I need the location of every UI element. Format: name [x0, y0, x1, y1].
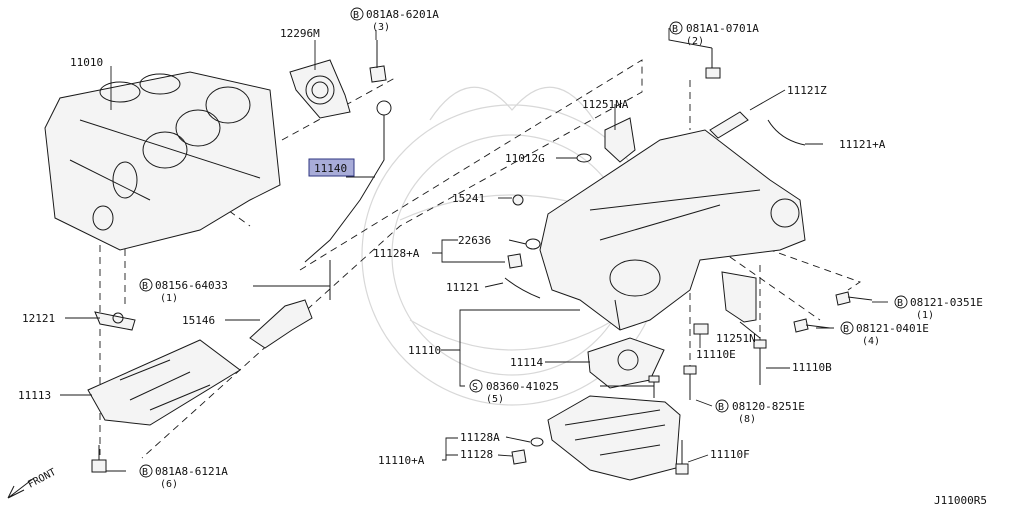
bolt-081A1-0701A[interactable]	[705, 48, 721, 79]
svg-text:(5): (5)	[486, 394, 504, 405]
label-11113: 11113	[18, 389, 51, 402]
label-08360-41025: S 08360-41025 (5)	[469, 379, 559, 405]
label-12296M: 12296M	[280, 27, 320, 40]
svg-text:S: S	[472, 382, 478, 393]
diagram-code: J11000R5	[934, 494, 987, 507]
labels: 11010 12296M B 081A8-6201A (3) 11140 121…	[18, 7, 987, 507]
svg-text:(3): (3)	[372, 22, 390, 33]
seal-11121[interactable]	[504, 277, 541, 299]
svg-text:081A1-0701A: 081A1-0701A	[686, 22, 759, 35]
front-label: FRONT	[26, 467, 58, 491]
drain-plug-12121[interactable]	[94, 311, 136, 331]
cover-11251N[interactable]	[721, 271, 757, 323]
gasket-11114[interactable]	[587, 337, 665, 389]
baffle-plate[interactable]	[87, 339, 241, 426]
svg-text:(2): (2)	[686, 36, 704, 47]
label-15146: 15146	[182, 314, 215, 327]
seal-11121Z[interactable]	[709, 111, 749, 139]
svg-text:08156-64033: 08156-64033	[155, 279, 228, 292]
label-081A8-6201A: B 081A8-6201A (3)	[350, 7, 439, 33]
label-11012G: 11012G	[505, 152, 545, 165]
sensor-22636[interactable]	[507, 238, 541, 269]
label-08120-8251E: B 08120-8251E (8)	[715, 399, 805, 425]
svg-text:081A8-6201A: 081A8-6201A	[366, 8, 439, 21]
leader-lines	[60, 28, 888, 472]
dipstick-bracket[interactable]	[249, 260, 331, 349]
highlight-11140	[308, 158, 355, 177]
bolt-11110E[interactable]	[693, 323, 709, 335]
label-08121-0401E: B 08121-0401E (4)	[840, 321, 929, 347]
plug-15241[interactable]	[512, 194, 524, 206]
svg-text:08121-0351E: 08121-0351E	[910, 296, 983, 309]
bolt-11110B[interactable]	[753, 339, 767, 385]
svg-text:B: B	[897, 298, 903, 309]
svg-text:(1): (1)	[916, 310, 934, 321]
label-22636: 22636	[458, 234, 491, 247]
bolt-08121-0351E[interactable]	[835, 291, 873, 306]
label-11121: 11121	[446, 281, 479, 294]
svg-text:(8): (8)	[738, 414, 756, 425]
svg-text:B: B	[718, 402, 724, 413]
svg-text:B: B	[843, 324, 849, 335]
bolt-081A8-6121A[interactable]	[91, 445, 107, 473]
svg-text:B: B	[142, 467, 148, 478]
label-11140: 11140	[314, 162, 347, 175]
label-11121A: 11121+A	[839, 138, 886, 151]
label-11128A-top: 11128+A	[373, 247, 420, 260]
svg-text:08120-8251E: 08120-8251E	[732, 400, 805, 413]
label-11110E: 11110E	[696, 348, 736, 361]
label-08121-0351E: B 08121-0351E (1)	[894, 295, 983, 321]
label-081A1-0701A: B 081A1-0701A (2)	[669, 21, 759, 47]
seal-11121A[interactable]	[767, 119, 806, 146]
bolt-081A8-6201A[interactable]	[369, 40, 387, 83]
o-ring-11012G[interactable]	[576, 153, 592, 163]
bolt-08120-8251E[interactable]	[683, 365, 697, 400]
label-11128A-low: 11128A	[460, 431, 500, 444]
svg-text:08121-0401E: 08121-0401E	[856, 322, 929, 335]
gasket-11251NA[interactable]	[604, 117, 636, 163]
label-11114: 11114	[510, 356, 543, 369]
bolt-11110F[interactable]	[675, 440, 689, 475]
label-11010: 11010	[70, 56, 103, 69]
svg-text:(1): (1)	[160, 293, 178, 304]
label-11110: 11110	[408, 344, 441, 357]
svg-text:(6): (6)	[160, 479, 178, 490]
svg-text:B: B	[142, 281, 148, 292]
oil-dipstick[interactable]	[304, 100, 392, 263]
label-11128: 11128	[460, 448, 493, 461]
label-11110B: 11110B	[792, 361, 832, 374]
svg-text:081A8-6121A: 081A8-6121A	[155, 465, 228, 478]
drain-plug-11128[interactable]	[511, 437, 544, 465]
label-15241: 15241	[452, 192, 485, 205]
upper-oil-pan[interactable]	[539, 129, 806, 331]
screw-08360-41025[interactable]	[648, 375, 660, 398]
label-081A8-6121A: B 081A8-6121A (6)	[139, 464, 228, 490]
rear-oil-seal[interactable]	[289, 59, 351, 119]
svg-text:(4): (4)	[862, 336, 880, 347]
label-11251NA: 11251NA	[582, 98, 629, 111]
label-08156-64033: B 08156-64033 (1)	[139, 278, 228, 304]
front-arrow-icon: FRONT	[7, 467, 58, 499]
label-11121Z: 11121Z	[787, 84, 827, 97]
label-11110A: 11110+A	[378, 454, 425, 467]
label-12121: 12121	[22, 312, 55, 325]
label-11251N: 11251N	[716, 332, 756, 345]
cylinder-block[interactable]	[44, 71, 281, 251]
svg-text:08360-41025: 08360-41025	[486, 380, 559, 393]
svg-text:B: B	[672, 24, 678, 35]
svg-text:B: B	[353, 10, 359, 21]
bolt-08121-0401E[interactable]	[793, 318, 831, 333]
lower-oil-pan[interactable]	[547, 395, 681, 481]
label-11110F: 11110F	[710, 448, 750, 461]
